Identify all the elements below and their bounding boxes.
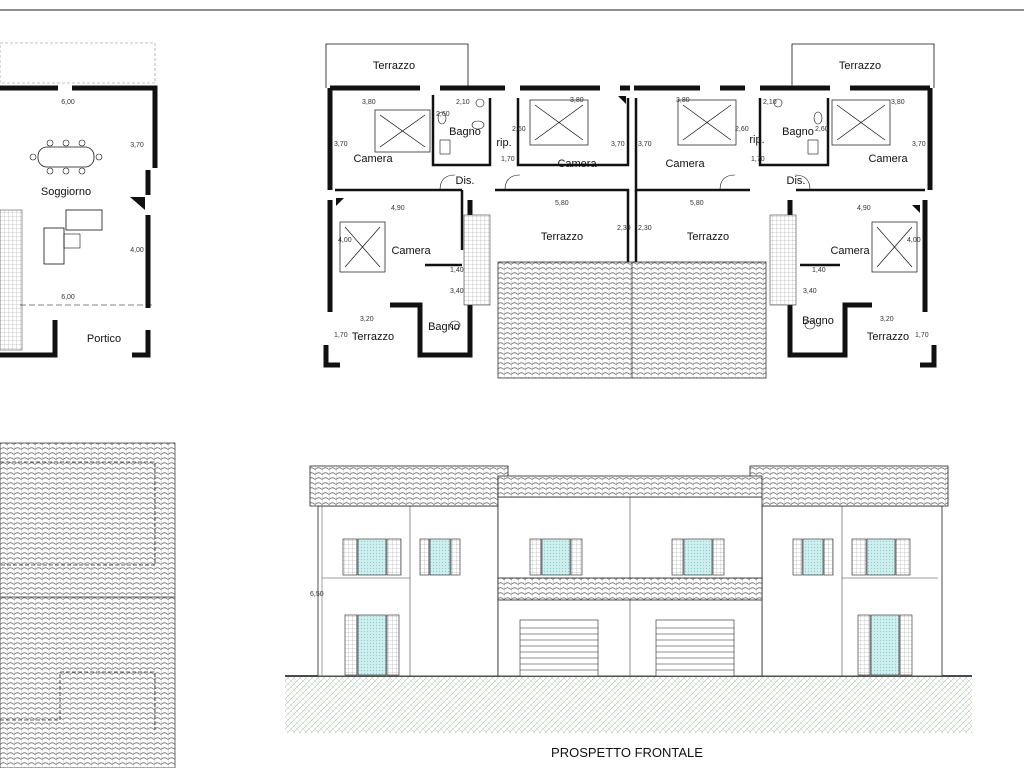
room-label-bagno-lower-right: Bagno [802,315,834,327]
dimension-label: 5,80 [690,200,704,207]
dim-left-bottom: 6,00 [61,294,75,301]
dimension-label: 1,70 [334,332,348,339]
dimension-label: 4,00 [338,237,352,244]
dimension-label: 4,00 [907,237,921,244]
dimension-label: 1,40 [812,267,826,274]
room-label-camera-lower-right: Camera [830,245,870,257]
dimension-label: 2,60 [815,126,829,133]
dimension-label: 3,20 [880,316,894,323]
dimension-label: 3,40 [803,288,817,295]
room-label-camera-a: Camera [353,153,393,165]
dimension-label: 3,80 [570,97,584,104]
dim-left-right-upper: 3,70 [130,142,144,149]
dim-left-top: 6,00 [61,99,75,106]
dimension-label: 2,60 [512,126,526,133]
dimension-label: 3,20 [360,316,374,323]
floorplan-main [323,43,937,379]
dimension-label: 2,60 [436,111,450,118]
elevation-height-dimension: 6,50 [310,591,324,598]
dimension-label: 3,70 [912,141,926,148]
room-label-bagno-top-left: Bagno [449,126,481,138]
dimension-label: 2,60 [735,126,749,133]
dimension-label: 1,70 [915,332,929,339]
dimension-label: 2,30 [638,225,652,232]
dimension-label: 1,70 [751,156,765,163]
room-label-terrazzo-top-right: Terrazzo [839,60,881,72]
dimension-label: 4,90 [391,205,405,212]
room-label-camera-c: Camera [665,158,705,170]
dimension-label: 4,90 [857,205,871,212]
dimension-label: 3,70 [611,141,625,148]
dimension-label: 1,70 [501,156,515,163]
dimension-label: 3,80 [362,99,376,106]
room-label-bagno-top-right: Bagno [782,126,814,138]
room-label-camera-lower-left: Camera [391,245,431,257]
room-label-portico: Portico [87,333,121,345]
dim-left-right-lower: 4,00 [130,247,144,254]
room-label-terrazzo-bottom-left: Terrazzo [352,331,394,343]
floorplan-main-room-labels: Terrazzo Terrazzo Bagno Bagno rip. rip. … [352,60,909,343]
dimension-label: 3,40 [450,288,464,295]
room-label-dis-left: Dis. [456,175,475,187]
room-label-terrazzo-center-left: Terrazzo [541,231,583,243]
dimension-label: 3,70 [334,141,348,148]
room-label-terrazzo-center-right: Terrazzo [687,231,729,243]
dimension-label: 3,70 [638,141,652,148]
dimension-label: 3,80 [891,99,905,106]
front-elevation [285,465,972,733]
elevation-title: PROSPETTO FRONTALE [551,745,703,760]
dimension-label: 2,30 [617,225,631,232]
floorplan-left [0,42,158,358]
room-label-terrazzo-top-left: Terrazzo [373,60,415,72]
room-label-camera-b: Camera [557,158,597,170]
room-label-terrazzo-bottom-right: Terrazzo [867,331,909,343]
roof-plan-left [0,442,176,768]
dimension-label: 2,10 [763,99,777,106]
floorplan-main-dimensions: 3,80 2,10 3,80 3,80 2,10 3,80 3,70 2,60 … [334,97,929,339]
room-label-soggiorno: Soggiorno [41,186,91,198]
dimension-label: 1,40 [450,267,464,274]
room-label-rip-right: rip. [749,134,764,146]
room-label-dis-right: Dis. [787,175,806,187]
dimension-label: 2,10 [456,99,470,106]
dimension-label: 5,80 [555,200,569,207]
room-label-bagno-lower-left: Bagno [428,321,460,333]
dimension-label: 3,80 [676,97,690,104]
room-label-rip-left: rip. [496,137,511,149]
room-label-camera-d: Camera [868,153,908,165]
